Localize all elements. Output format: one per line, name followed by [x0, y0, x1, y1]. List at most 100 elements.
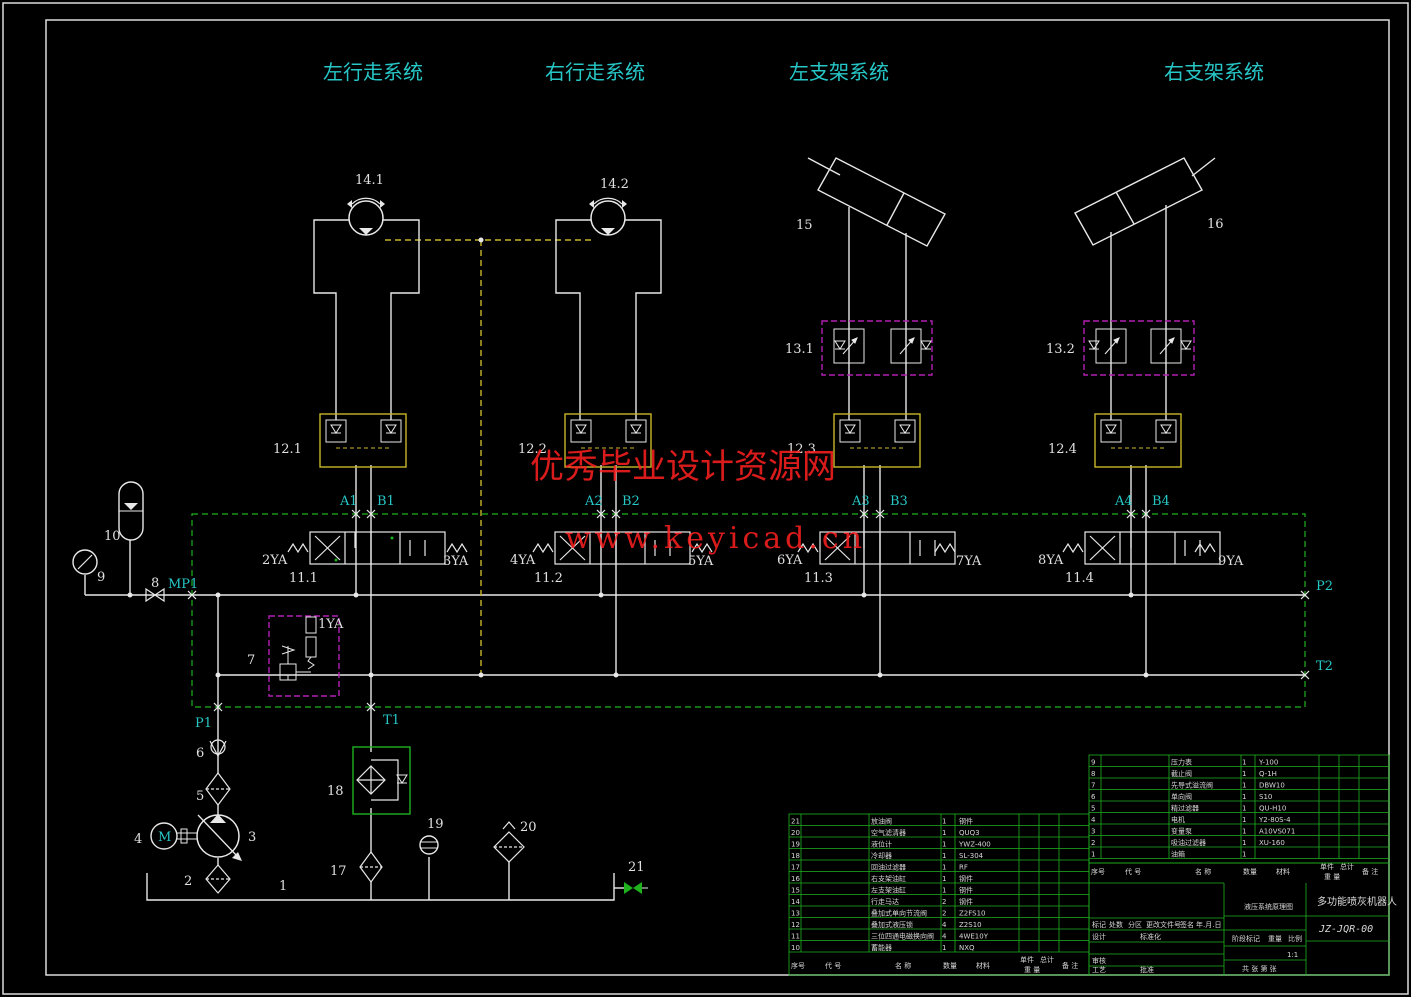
label-8: 8 [151, 576, 159, 591]
bom-upper-cell-spec: QU-H10 [1259, 805, 1286, 813]
valve-11-2 [532, 531, 713, 565]
bom-lower-cell-qty: 2 [942, 898, 946, 906]
title-block [1088, 862, 1390, 976]
label-11-2: 11.2 [534, 571, 563, 586]
bom-lower-cell-no: 17 [791, 864, 800, 872]
drawing-number: JZ-JQR-00 [1318, 924, 1373, 935]
filter-5 [205, 772, 231, 806]
label-13-2: 13.2 [1046, 342, 1075, 357]
bom-lower-cell-spec: QUQ3 [959, 829, 980, 837]
bom-upper-cell-spec: A10VS071 [1259, 828, 1295, 836]
throttle-13-1 [821, 320, 933, 376]
label-12-4: 12.4 [1048, 442, 1077, 457]
bom-lower-cell-no: 11 [791, 933, 800, 941]
level-gauge-19 [419, 835, 439, 855]
lower-hdr-code: 代 号 [825, 961, 841, 970]
bom-upper-cell-spec: Y-100 [1258, 759, 1278, 767]
sheets-label: 共 张 第 张 [1242, 964, 1277, 973]
label-3: 3 [248, 830, 256, 845]
bom-upper-cell-qty: 1 [1242, 828, 1246, 836]
bom-lower-cell-qty: 1 [942, 818, 946, 826]
bom-lower-cell-spec: NXQ [959, 944, 975, 952]
label-7: 7 [247, 653, 255, 668]
title-left-support: 左支架系统 [789, 60, 889, 84]
bom-lower-cell-name: 冷却器 [871, 851, 892, 860]
lock-12-1 [319, 413, 407, 468]
bom-lower-cell-no: 19 [791, 841, 800, 849]
valve-8 [145, 587, 165, 603]
drawing-name: 多功能喷灰机器人 [1317, 895, 1397, 908]
bom-upper-cell-name: 精过滤器 [1171, 804, 1199, 813]
bom-lower-cell-name: 放油阀 [871, 817, 892, 826]
upper-hdr-code: 代 号 [1125, 867, 1141, 876]
label-14-1: 14.1 [355, 173, 384, 188]
label-14-2: 14.2 [600, 177, 629, 192]
row-change: 更改文件号 [1146, 920, 1181, 929]
watermark-cn: 优秀毕业设计资源网 [530, 447, 836, 487]
bom-upper-cell-spec: Y2-80S-4 [1258, 816, 1291, 824]
port-P2: P2 [1316, 579, 1333, 594]
label-12-3: 12.3 [787, 442, 816, 457]
bom-lower-cell-spec: 钢件 [959, 874, 973, 883]
bom-lower-cell-spec: 钢件 [959, 817, 973, 826]
inner-border [45, 19, 1390, 976]
sol-3YA: 3YA [443, 554, 469, 569]
bom-lower-table [788, 813, 1090, 976]
bom-lower-cell-spec: 钢件 [959, 897, 973, 906]
scale-label: 比例 [1288, 934, 1302, 943]
bom-lower-cell-qty: 2 [942, 910, 946, 918]
label-11-1: 11.1 [289, 571, 318, 586]
bom-lower-cell-spec: YWZ-400 [958, 841, 991, 849]
junctions [127, 592, 1149, 678]
bom-upper-cell-no: 1 [1091, 851, 1095, 859]
bom-lower-cell-name: 叠加式液压锁 [871, 920, 913, 929]
bom-lower-cell-name: 空气滤清器 [871, 828, 906, 837]
upper-hdr-weight: 重 量 [1324, 873, 1340, 881]
bom-lower-cell-no: 10 [791, 944, 800, 952]
bom-upper-cell-qty: 1 [1242, 793, 1246, 801]
lower-hdr-mat: 材料 [976, 961, 990, 970]
bom-lower-cell-spec: 钢件 [959, 886, 973, 895]
walk-left-lines [313, 219, 420, 740]
lower-hdr-name: 名 称 [895, 961, 911, 970]
label-17: 17 [330, 864, 347, 879]
svg-text:M: M [158, 830, 171, 845]
bom-upper-cell-spec: XU-160 [1259, 839, 1285, 847]
valve-11-3 [797, 531, 956, 565]
bom-lower-cell-no: 15 [791, 887, 800, 895]
row-sign: 签名 [1180, 920, 1194, 929]
port-A3: A3 [851, 494, 870, 509]
cylinder-15 [807, 157, 946, 675]
lock-12-2 [564, 413, 652, 468]
upper-hdr-qty: 数量 [1243, 867, 1257, 876]
pilot-line [385, 239, 594, 675]
bom-upper-cell-spec: S10 [1259, 793, 1272, 801]
gauge-9 [72, 549, 98, 575]
sheet-title: 液压系统原理图 [1244, 902, 1293, 911]
row-count: 处数 [1109, 920, 1123, 929]
sol-1YA: 1YA [318, 617, 344, 632]
bom-upper-cell-no: 7 [1091, 782, 1095, 790]
port-T1: T1 [383, 713, 400, 728]
port-B4: B4 [1152, 494, 1170, 509]
port-MP1: MP1 [168, 577, 198, 592]
accumulator-10 [118, 481, 144, 541]
lower-hdr-note: 备 注 [1062, 961, 1078, 970]
lock-12-3 [833, 413, 921, 468]
bom-upper-cell-name: 单向阀 [1171, 792, 1192, 801]
sol-8YA: 8YA [1038, 553, 1064, 568]
bom-upper-cell-name: 吸油过滤器 [1171, 838, 1206, 847]
label-6: 6 [196, 746, 204, 761]
bom-upper-cell-no: 9 [1091, 759, 1095, 767]
bom-lower-cell-no: 18 [791, 852, 800, 860]
bom-upper-cell-name: 变量泵 [1171, 827, 1192, 836]
label-21: 21 [628, 860, 645, 875]
lock-12-4 [1094, 413, 1182, 468]
port-P1: P1 [195, 716, 212, 731]
bom-upper-cell-qty: 1 [1242, 839, 1246, 847]
bom-lower-cell-qty: 1 [942, 841, 946, 849]
lower-hdr-single: 单件 [1020, 955, 1034, 964]
drain-valve-21 [624, 882, 648, 894]
lower-hdr-qty: 数量 [943, 961, 957, 970]
bom-lower-cell-name: 液位计 [871, 840, 892, 849]
